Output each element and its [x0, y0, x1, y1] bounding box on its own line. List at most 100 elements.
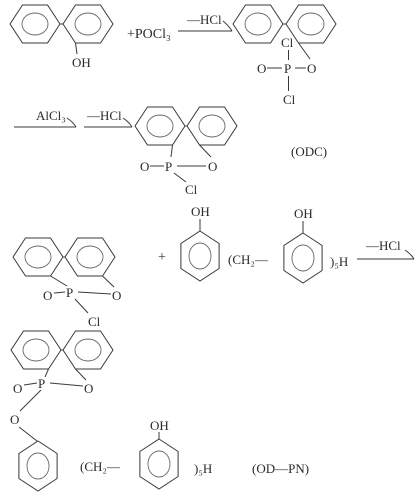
- oxygen-label: O: [257, 61, 266, 76]
- p-o-bond: [77, 291, 112, 295]
- repeat-unit-close-label: )₅H: [330, 254, 348, 269]
- ring-hexagon: [62, 330, 114, 370]
- aromatic-circle: [198, 114, 226, 138]
- p-cl-bond: [173, 172, 187, 183]
- repeat-unit-open-label: (CH₂—: [228, 252, 269, 267]
- ring-hexagon: [64, 237, 116, 277]
- benzene-ring: [134, 106, 186, 146]
- phosphorus-label: P: [38, 376, 45, 391]
- reactant-biphenylol: OH: [60, 23, 91, 70]
- p-o-ether-bond: [19, 389, 42, 412]
- benzene-ring: [12, 237, 64, 277]
- benzene-ring: [62, 4, 114, 44]
- product-name-label: (ODC): [291, 144, 327, 159]
- oxygen-label: O: [208, 159, 217, 174]
- benzene-rings: [9, 4, 337, 492]
- oxygen-label: O: [43, 288, 52, 303]
- ether-oxygen-label: O: [10, 412, 19, 427]
- ring-hexagon: [180, 230, 220, 282]
- ring-hexagon: [285, 4, 337, 44]
- reaction-arrow-2: AlCl₃: [14, 108, 77, 128]
- product-name-label: (OD—PN): [252, 461, 309, 476]
- arrow-label: —HCl: [86, 108, 122, 123]
- c-p-bond: [44, 368, 49, 378]
- reaction-arrow-3: —HCl: [84, 108, 133, 128]
- aromatic-circle: [22, 338, 50, 362]
- benzene-ring: [10, 330, 62, 370]
- benzene-ring: [186, 106, 238, 146]
- ring-hexagon: [62, 4, 114, 44]
- c-o-bond: [199, 144, 212, 158]
- c-o-bond: [75, 368, 87, 381]
- reactant-odc: O P O Cl: [43, 256, 121, 329]
- c-p-bond: [170, 144, 173, 158]
- aromatic-circle: [147, 450, 171, 478]
- plus-sign: +: [158, 250, 166, 265]
- o-aryl-bond: [18, 426, 38, 442]
- c-oh-bond: [75, 42, 78, 55]
- arrow-label: —HCl: [186, 12, 222, 27]
- benzene-ring: [232, 4, 284, 44]
- oxygen-label: O: [84, 381, 93, 396]
- ring-hexagon: [134, 106, 186, 146]
- repeat-unit-open-label: (CH₂—: [80, 459, 121, 474]
- hydroxyl-label: OH: [191, 204, 210, 219]
- phosphorus-label: P: [66, 285, 73, 300]
- chlorine-label: Cl: [88, 314, 101, 329]
- aromatic-circle: [26, 452, 50, 480]
- benzene-ring: [9, 4, 61, 44]
- chlorine-label: Cl: [281, 35, 294, 50]
- repeat-unit-close-label: )₅H: [194, 461, 212, 476]
- oxygen-label: O: [112, 288, 121, 303]
- reaction-arrow-4: —HCl: [357, 238, 415, 260]
- product-dichlorophosphate: Cl O P O Cl: [257, 23, 316, 107]
- reaction-arrow-1: —HCl: [178, 12, 233, 32]
- phosphorus-label: P: [284, 61, 291, 76]
- reagent-label: +POCl₃: [127, 27, 171, 42]
- benzene-ring: [180, 230, 220, 282]
- ring-hexagon: [283, 232, 323, 284]
- oxygen-label: O: [307, 61, 316, 76]
- c-o-bond: [298, 42, 311, 60]
- product-odc: O P O Cl: [140, 125, 217, 197]
- c-p-bond: [50, 275, 68, 287]
- chlorine-label: Cl: [185, 182, 198, 197]
- arrow-head: [66, 117, 77, 128]
- benzene-ring: [285, 4, 337, 44]
- hydroxyl-label: OH: [72, 55, 91, 70]
- aromatic-circle: [291, 244, 315, 272]
- arrow-head: [122, 117, 133, 128]
- hydroxyl-label: OH: [294, 206, 313, 221]
- ring-hexagon: [232, 4, 284, 44]
- ring-hexagon: [186, 106, 238, 146]
- ring-hexagon: [12, 237, 64, 277]
- ring-hexagon: [9, 4, 61, 44]
- benzene-ring: [139, 438, 179, 490]
- ring-hexagon: [18, 440, 58, 492]
- arrow-label: —HCl: [365, 238, 401, 253]
- arrow-head: [222, 20, 233, 32]
- reactant-phenol-novolac: OH (CH₂— OH )₅H: [191, 204, 348, 269]
- aromatic-circle: [74, 12, 102, 36]
- ring-hexagon: [139, 438, 179, 490]
- product-od-pn: O P O O (CH₂— OH )₅H: [10, 349, 212, 476]
- o-p-bond: [23, 382, 38, 386]
- o-p-bond: [53, 291, 66, 294]
- phosphorus-label: P: [165, 159, 172, 174]
- p-o-bond: [49, 382, 84, 387]
- aromatic-circle: [21, 12, 49, 36]
- ring-hexagon: [10, 330, 62, 370]
- aromatic-circle: [24, 245, 52, 269]
- chlorine-label: Cl: [283, 92, 296, 107]
- benzene-ring: [62, 330, 114, 370]
- aromatic-circle: [244, 12, 272, 36]
- p-cl-bond: [74, 298, 89, 314]
- aromatic-circle: [297, 12, 325, 36]
- benzene-ring: [18, 440, 58, 492]
- aromatic-circle: [74, 338, 102, 362]
- aromatic-circle: [76, 245, 104, 269]
- benzene-ring: [283, 232, 323, 284]
- catalyst-label: AlCl₃: [36, 108, 66, 123]
- aromatic-circle: [146, 114, 174, 138]
